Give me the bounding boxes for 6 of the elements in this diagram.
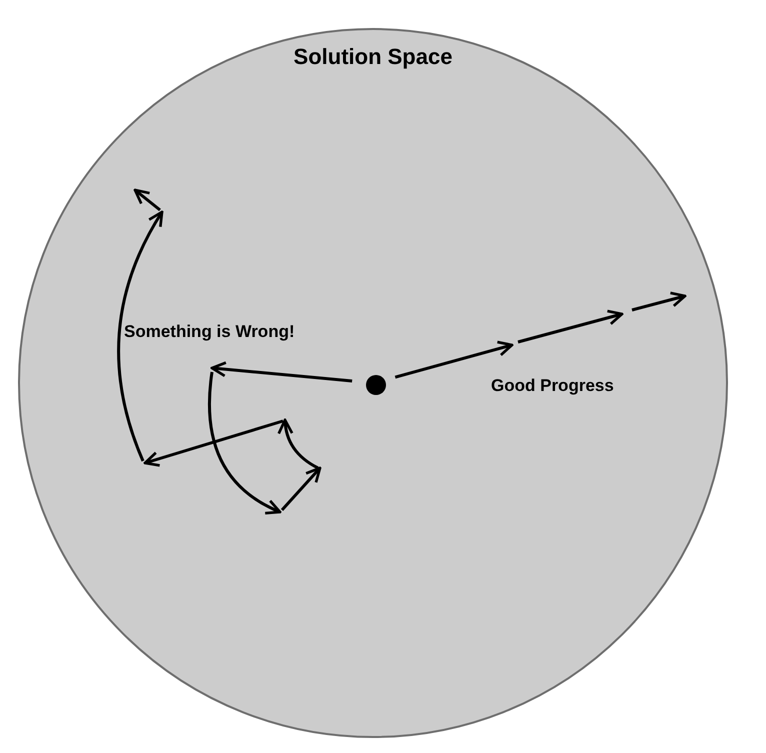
annotation-label: Good Progress [491,376,614,396]
arrow [210,361,352,382]
region-title: Solution Space [294,44,452,70]
annotation-label: Something is Wrong! [124,322,295,342]
dot-marker [366,375,386,395]
arrow [394,340,514,379]
